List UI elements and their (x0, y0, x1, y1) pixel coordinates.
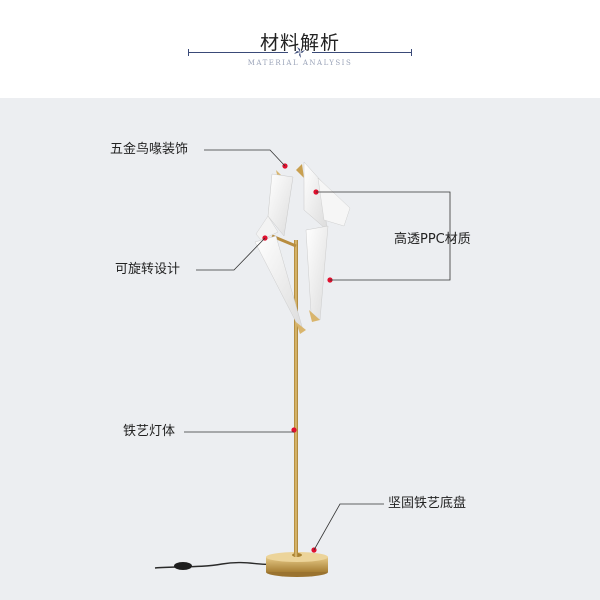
foot-switch-icon (174, 562, 192, 570)
right-bird-wing (317, 177, 351, 227)
lamp-pole (294, 240, 298, 557)
leader-base (313, 503, 384, 551)
label-iron-body: 铁艺灯体 (123, 424, 176, 439)
label-ppc-material: 高透PPC材质 (394, 232, 471, 247)
marker-iron-body (291, 427, 297, 433)
left-bird-wing (255, 215, 279, 241)
header-rule-right (312, 52, 412, 53)
material-analysis-panel: 五金鸟喙装饰 高透PPC材质 可旋转设计 铁艺灯体 坚固铁艺底盘 (0, 98, 600, 600)
leader-ppc (316, 191, 451, 281)
left-bird-body (267, 173, 294, 237)
label-iron-base: 坚固铁艺底盘 (388, 496, 467, 511)
section-subtitle: MATERIAL ANALYSIS (247, 59, 353, 67)
label-rotatable: 可旋转设计 (115, 262, 181, 277)
label-hardware-beak: 五金鸟喙装饰 (110, 142, 189, 157)
leader-beak (204, 149, 286, 167)
leader-rotatable (196, 237, 266, 271)
header-rule-cap-left (188, 49, 189, 56)
right-bird-beak (296, 164, 304, 178)
section-title: 材料解析 (259, 32, 340, 54)
header-rule-left (188, 52, 288, 53)
right-bird-tail (305, 225, 329, 321)
pinwheel-divider-icon (294, 47, 305, 58)
power-cord (154, 561, 273, 569)
floor-lamp-illustration (154, 149, 456, 577)
header-rule-cap-right (411, 49, 412, 56)
section-header: 材料解析 MATERIAL ANALYSIS (0, 0, 600, 98)
